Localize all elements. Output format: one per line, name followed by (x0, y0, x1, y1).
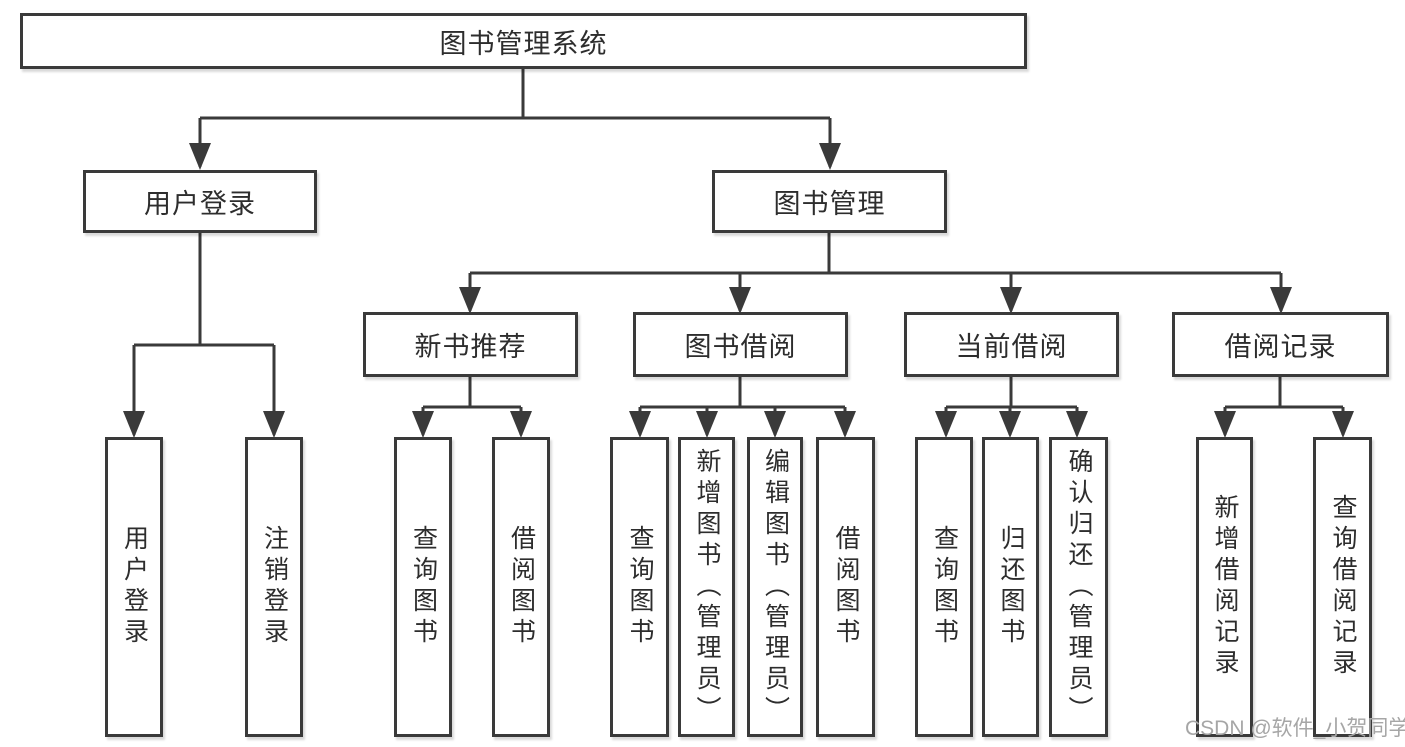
node-user-login-label: 用户登录 (144, 189, 256, 219)
connector-user-login-split (132, 233, 276, 435)
leaf-label: 新增图书（管理员） (693, 447, 721, 727)
leaf-label: 新增借阅记录 (1211, 494, 1239, 680)
node-borrowing-records-label: 借阅记录 (1224, 332, 1337, 362)
node-leaf-confirm-return-admin: 确认归还（管理员） (1049, 437, 1108, 737)
connector-new-book-split (421, 377, 523, 435)
node-leaf-borrow-books: 借阅图书 (816, 437, 875, 737)
node-leaf-logout: 注销登录 (245, 437, 303, 737)
node-leaf-edit-books-admin: 编辑图书（管理员） (747, 437, 803, 737)
node-book-management-label: 图书管理 (773, 189, 886, 219)
leaf-label: 确认归还（管理员） (1065, 447, 1093, 727)
node-leaf-add-books-admin: 新增图书（管理员） (678, 437, 735, 737)
node-new-book-recommend: 新书推荐 (363, 312, 578, 377)
node-leaf-query-books-borrow: 查询图书 (610, 437, 669, 737)
connector-current-borrow-split (944, 377, 1079, 435)
node-leaf-query-borrow-record: 查询借阅记录 (1313, 437, 1372, 737)
leaf-label: 编辑图书（管理员） (761, 447, 790, 727)
leaf-label: 借阅图书 (832, 525, 860, 649)
leaf-label: 查询借阅记录 (1329, 494, 1357, 680)
node-book-management: 图书管理 (712, 170, 947, 233)
node-root: 图书管理系统 (20, 13, 1027, 69)
node-borrowing-records: 借阅记录 (1172, 312, 1389, 377)
connector-borrow-record-split (1223, 377, 1345, 435)
connector-book-borrow-split (638, 377, 847, 435)
connector-book-mgmt-split (468, 233, 1283, 311)
leaf-label: 用户登录 (120, 525, 149, 649)
leaf-label: 归还图书 (997, 525, 1025, 649)
leaf-label: 注销登录 (260, 525, 289, 649)
node-leaf-add-borrow-record: 新增借阅记录 (1196, 437, 1253, 737)
leaf-label: 借阅图书 (507, 525, 536, 649)
node-new-book-recommend-label: 新书推荐 (414, 332, 527, 362)
node-leaf-query-books-recommend: 查询图书 (394, 437, 452, 737)
node-leaf-user-login: 用户登录 (105, 437, 163, 737)
leaf-label: 查询图书 (930, 525, 959, 649)
node-book-borrowing-label: 图书借阅 (684, 332, 797, 362)
node-leaf-borrow-books-recommend: 借阅图书 (492, 437, 550, 737)
node-current-borrowing: 当前借阅 (904, 312, 1119, 377)
leaf-label: 查询图书 (626, 525, 654, 649)
node-root-label: 图书管理系统 (439, 28, 608, 59)
leaf-label: 查询图书 (409, 525, 438, 649)
node-current-borrowing-label: 当前借阅 (955, 332, 1068, 362)
node-book-borrowing: 图书借阅 (633, 312, 848, 377)
node-user-login: 用户登录 (83, 170, 317, 233)
node-leaf-return-books: 归还图书 (982, 437, 1039, 737)
csdn-watermark: CSDN @软件_小贺同学 (1185, 717, 1405, 740)
connector-root-to-level2 (198, 69, 832, 167)
node-leaf-query-books-current: 查询图书 (915, 437, 973, 737)
